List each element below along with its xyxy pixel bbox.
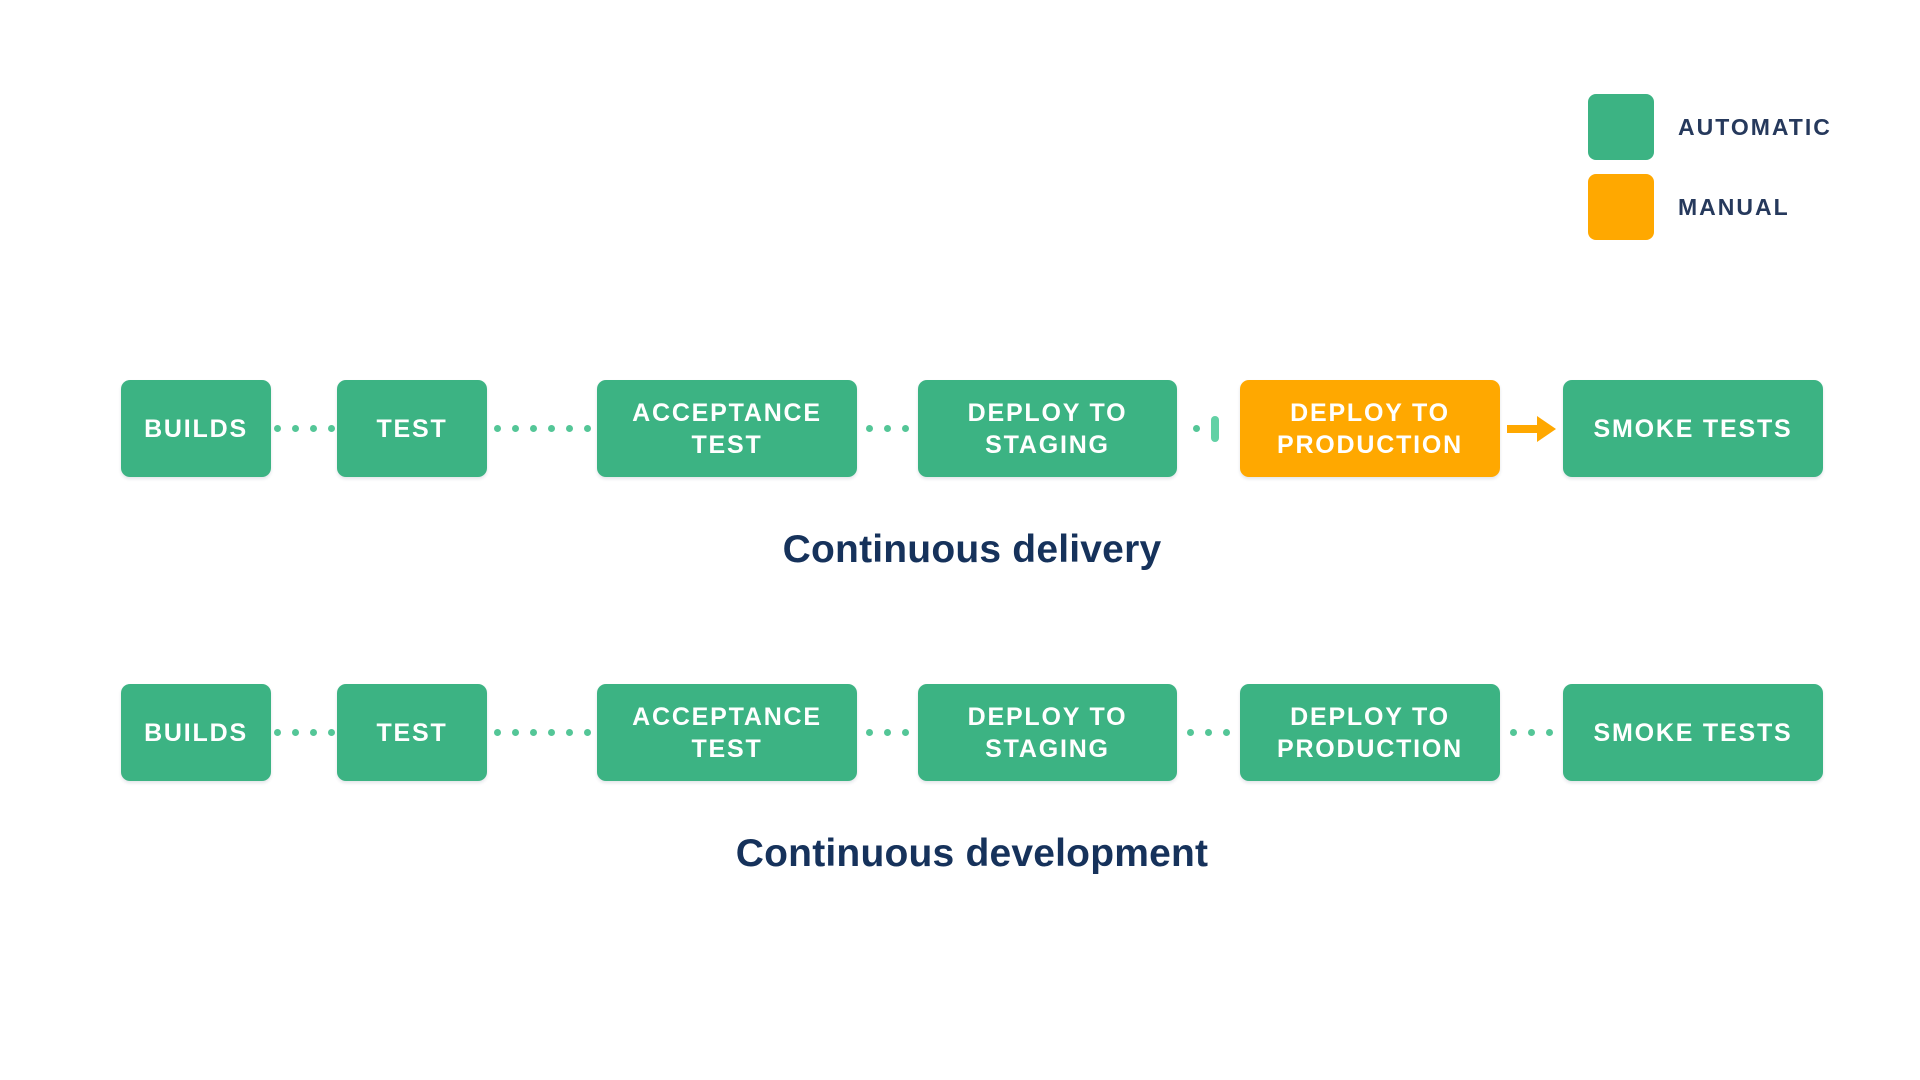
stage-smoke-tests: SMOKE TESTS (1563, 684, 1823, 781)
connector-dot (583, 425, 591, 432)
stage-builds: BUILDS (121, 684, 271, 781)
connector-dot (529, 425, 537, 432)
stage-label: DEPLOY TO STAGING (967, 702, 1128, 763)
dotted-connector (271, 718, 337, 748)
manual-arrow-connector (1500, 414, 1563, 444)
dotted-connector (487, 414, 597, 444)
stage-label: SMOKE TESTS (1593, 414, 1793, 443)
connector-dot (327, 729, 335, 736)
stage-test: TEST (337, 380, 487, 477)
connector-dot (309, 729, 317, 736)
stage-deploy-to-staging: DEPLOY TO STAGING (918, 380, 1177, 477)
dotted-connector (487, 718, 597, 748)
connector-dot (291, 425, 299, 432)
stage-label: DEPLOY TO PRODUCTION (1276, 702, 1464, 763)
stage-deploy-to-production: DEPLOY TO PRODUCTION (1240, 684, 1500, 781)
connector-dot (902, 729, 909, 736)
connector-dot (291, 729, 299, 736)
connector-dot (583, 729, 591, 736)
connector-dot (902, 425, 909, 432)
arrow-head-icon (1537, 415, 1556, 442)
stage-test: TEST (337, 684, 487, 781)
connector-dot (547, 729, 555, 736)
caption-continuous-delivery: Continuous delivery (782, 528, 1162, 571)
connector-dot (1546, 729, 1553, 736)
connector-dot (1510, 729, 1517, 736)
stage-smoke-tests: SMOKE TESTS (1563, 380, 1823, 477)
stage-label: DEPLOY TO STAGING (967, 398, 1128, 459)
dotted-connector (1177, 718, 1240, 748)
pipeline-continuous-development: BUILDS TEST ACCEPTANCE TEST DEPLOY TO ST… (121, 684, 1823, 781)
connector-dot (327, 425, 335, 432)
connector-dot (565, 425, 573, 432)
connector-dot (884, 729, 891, 736)
dotted-connector (857, 414, 918, 444)
connector-dot (309, 425, 317, 432)
automatic-color-swatch (1588, 94, 1654, 160)
connector-dot (273, 425, 281, 432)
connector-dot (1223, 729, 1230, 736)
connector-dot (884, 425, 891, 432)
dotted-connector (271, 414, 337, 444)
stage-deploy-to-staging: DEPLOY TO STAGING (918, 684, 1177, 781)
connector-dot (511, 729, 519, 736)
stage-acceptance-test: ACCEPTANCE TEST (597, 380, 857, 477)
stage-label: TEST (376, 718, 448, 747)
stage-label: ACCEPTANCE TEST (632, 702, 822, 763)
legend-item-automatic: AUTOMATIC (1588, 94, 1832, 160)
legend: AUTOMATIC MANUAL (1588, 94, 1832, 254)
connector-dot (866, 729, 873, 736)
manual-gate-connector (1177, 414, 1240, 444)
connector-dot (511, 425, 519, 432)
manual-color-swatch (1588, 174, 1654, 240)
stage-deploy-to-production: DEPLOY TO PRODUCTION (1240, 380, 1500, 477)
connector-dot (1187, 729, 1194, 736)
caption-continuous-development: Continuous development (735, 832, 1209, 875)
stage-label: SMOKE TESTS (1593, 718, 1793, 747)
dotted-connector (857, 718, 918, 748)
connector-dot (273, 729, 281, 736)
pipeline-continuous-delivery: BUILDS TEST ACCEPTANCE TEST DEPLOY TO ST… (121, 380, 1823, 477)
connector-dot (1205, 729, 1212, 736)
connector-dot (529, 729, 537, 736)
arrow-icon (1507, 424, 1537, 433)
legend-label-manual: MANUAL (1678, 193, 1790, 220)
stage-label: DEPLOY TO PRODUCTION (1276, 398, 1464, 459)
legend-item-manual: MANUAL (1588, 174, 1832, 240)
stage-builds: BUILDS (121, 380, 271, 477)
dotted-connector (1500, 718, 1563, 748)
legend-label-automatic: AUTOMATIC (1678, 113, 1832, 140)
connector-dot (1528, 729, 1535, 736)
connector-dot (1192, 425, 1200, 432)
stage-label: BUILDS (144, 718, 248, 747)
connector-dot (547, 425, 555, 432)
connector-dot (866, 425, 873, 432)
stage-label: ACCEPTANCE TEST (632, 398, 822, 459)
connector-dot (565, 729, 573, 736)
manual-gate-bar-icon (1211, 415, 1219, 442)
connector-dot (493, 425, 501, 432)
stage-label: TEST (376, 414, 448, 443)
stage-acceptance-test: ACCEPTANCE TEST (597, 684, 857, 781)
connector-dot (493, 729, 501, 736)
stage-label: BUILDS (144, 414, 248, 443)
